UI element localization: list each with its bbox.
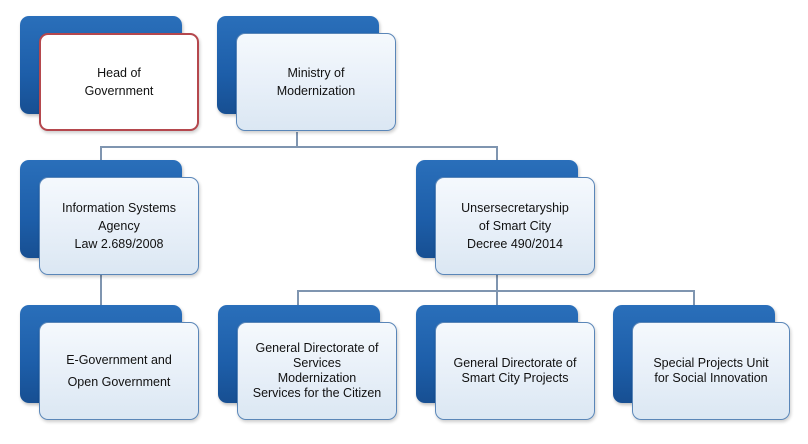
connector-to-spu	[693, 290, 695, 305]
connector-to-gdscp	[496, 290, 498, 305]
node-text-line: Unsersecretaryship	[461, 201, 569, 215]
node-text-line: Modernization	[277, 371, 357, 385]
node-box: Unsersecretaryship of Smart City Decree …	[435, 177, 595, 275]
node-text-line: Decree 490/2014	[467, 237, 563, 251]
node-box: Head of Government	[39, 33, 199, 131]
node-text-line: General Directorate of	[453, 356, 577, 370]
connector-level2-bar	[100, 146, 497, 148]
node-text-line: E-Government and	[66, 353, 172, 367]
node-box: Special Projects Unit for Social Innovat…	[632, 322, 790, 420]
node-text-line: Open Government	[67, 375, 171, 389]
connector-ministry-down	[296, 132, 298, 146]
node-text-line: Government	[84, 84, 154, 98]
node-text-line: Services	[293, 356, 341, 370]
connector-undersec-down	[496, 275, 498, 290]
connector-isa-to-egov	[100, 275, 102, 305]
node-text-line: Smart City Projects	[461, 371, 569, 385]
node-text-line: Information Systems	[62, 201, 176, 215]
node-box: General Directorate of Services Moderniz…	[237, 322, 397, 420]
node-box: E-Government and Open Government	[39, 322, 199, 420]
connector-to-gdsm	[297, 290, 299, 305]
node-text-line: Head of	[97, 66, 141, 80]
node-box: Ministry of Modernization	[236, 33, 396, 131]
connector-to-undersec	[496, 146, 498, 160]
node-box: General Directorate of Smart City Projec…	[435, 322, 595, 420]
node-text-line: of Smart City	[478, 219, 552, 233]
connector-to-isa	[100, 146, 102, 160]
node-text-line: Ministry of	[287, 66, 345, 80]
node-text-line: Services for the Citizen	[252, 386, 382, 400]
node-box: Information Systems Agency Law 2.689/200…	[39, 177, 199, 275]
node-text-line: Special Projects Unit	[653, 356, 769, 370]
node-text-line: Agency	[98, 219, 140, 233]
node-text-line: Law 2.689/2008	[74, 237, 164, 251]
node-text-line: General Directorate of	[255, 341, 379, 355]
node-text-line: for Social Innovation	[654, 371, 768, 385]
connector-level3-bar	[297, 290, 694, 292]
node-text-line: Modernization	[276, 84, 356, 98]
